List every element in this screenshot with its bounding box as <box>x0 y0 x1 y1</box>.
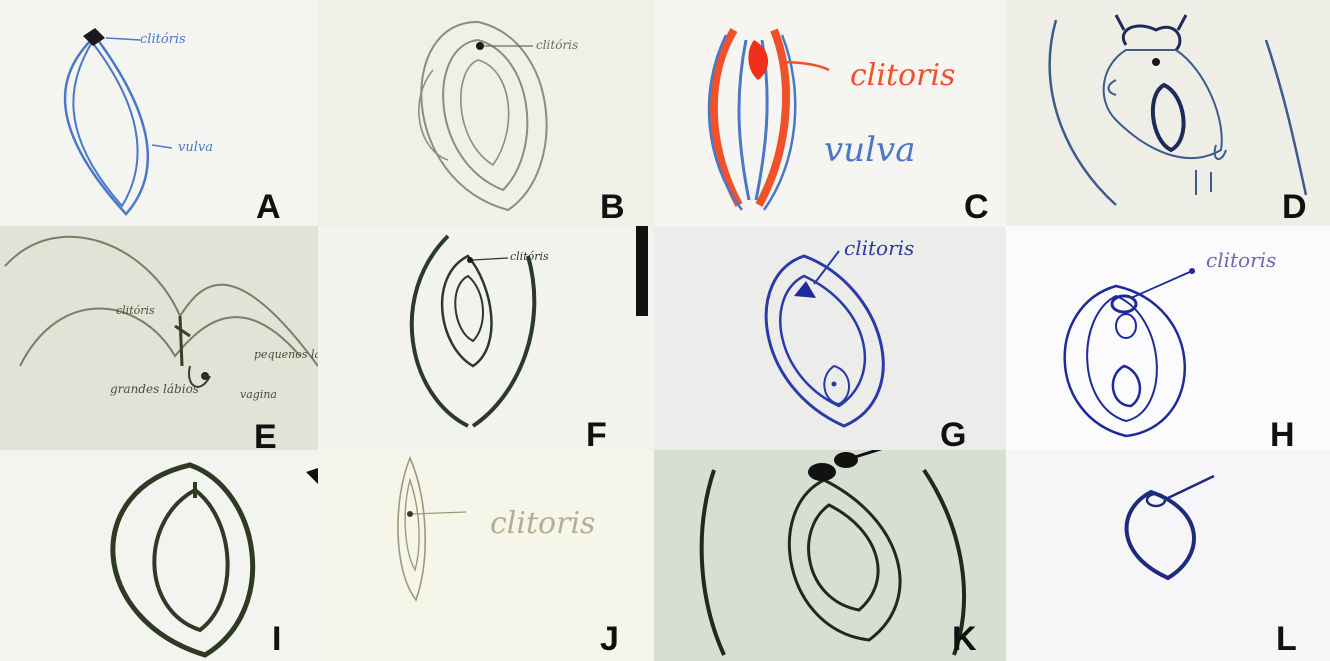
vulva-drawing-e <box>0 226 318 450</box>
panel-letter: H <box>1270 418 1295 450</box>
panel-letter: K <box>952 622 977 656</box>
label-clitoris: clitoris <box>1206 248 1276 272</box>
panel-l: L <box>1006 450 1330 661</box>
panel-letter: G <box>940 418 966 450</box>
panel-d: D <box>1006 0 1330 226</box>
panel-i: I <box>0 450 318 661</box>
panel-letter: J <box>600 622 619 656</box>
label-large-labia: grandes lábios <box>110 382 199 396</box>
panel-letter: C <box>964 190 989 224</box>
panel-f: clitóris F <box>318 226 654 450</box>
label-vulva: vulva <box>824 130 915 170</box>
panel-letter: B <box>600 190 625 224</box>
panel-letter: E <box>254 420 277 450</box>
panel-letter: I <box>272 622 281 656</box>
panel-j: clitoris J <box>318 450 654 661</box>
panel-letter: D <box>1282 190 1307 224</box>
vulva-drawing-i <box>0 450 318 661</box>
label-clitoris: clitóris <box>140 32 186 47</box>
label-clitoris: clitóris <box>116 304 155 317</box>
label-vagina: vagina <box>240 388 277 401</box>
panel-letter: F <box>586 418 607 450</box>
panel-k: K <box>654 450 1006 661</box>
panel-letter: A <box>256 190 281 224</box>
label-small-labia: pequenos lábios <box>254 348 318 361</box>
label-clitoris: clitóris <box>510 250 549 263</box>
panel-letter: L <box>1276 622 1297 656</box>
label-vulva: vulva <box>178 140 213 155</box>
panel-c: clitoris vulva C <box>654 0 1006 226</box>
panel-h: clitoris H <box>1006 226 1330 450</box>
panel-a: clitóris vulva A <box>0 0 318 226</box>
label-clitoris: clitoris <box>490 506 595 541</box>
label-clitoris: clitoris <box>844 236 914 260</box>
panel-e: clitóris pequenos lábios grandes lábios … <box>0 226 318 450</box>
vulva-drawing-c <box>654 0 1006 226</box>
label-clitoris: clitóris <box>536 38 578 52</box>
panel-b: clitóris B <box>318 0 654 226</box>
label-clitoris: clitoris <box>850 58 955 93</box>
panel-g: clitoris G <box>654 226 1006 450</box>
